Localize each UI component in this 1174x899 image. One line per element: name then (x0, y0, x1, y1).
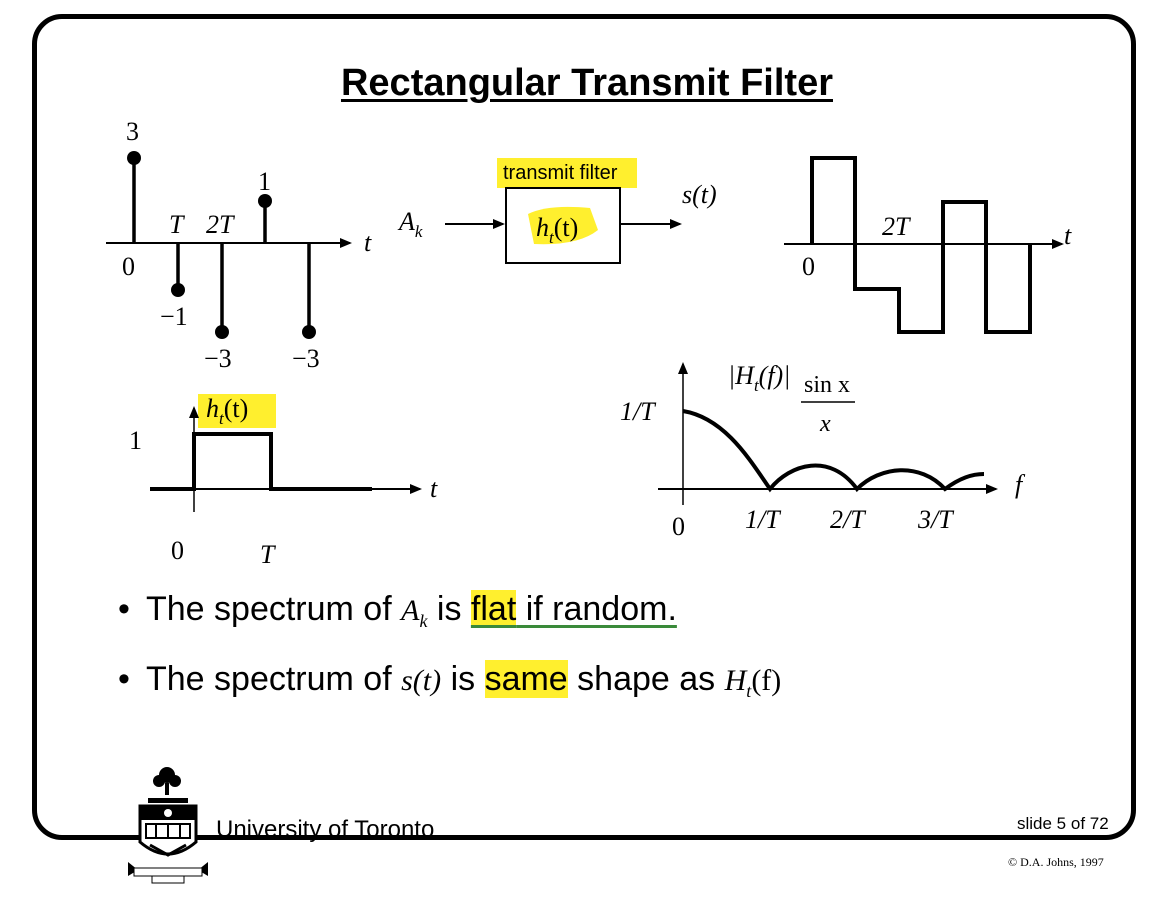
spectrum-plot: |Ht(f)| sin x x 1/T 0 1/T 2/T 3/T f (620, 361, 1026, 541)
block-function: ht(t) (536, 213, 578, 247)
university-crest-logo (128, 767, 208, 884)
waveform-axis-label: t (1064, 221, 1072, 250)
stem-2-dot (215, 325, 229, 339)
spectrum-tick-0: 0 (672, 512, 685, 541)
impulse-tick-T: T (260, 540, 276, 569)
waveform-tick-0: 0 (802, 252, 815, 281)
sinc-numerator: sin x (804, 372, 850, 398)
waveform-tick-2T: 2T (882, 212, 911, 241)
bullet-2-math: s(t) (401, 664, 442, 697)
impulse-amplitude: 1 (129, 426, 142, 455)
slide-title: Rectangular Transmit Filter (340, 62, 833, 104)
bullet-2-highlight: same (484, 660, 568, 698)
stem-value-1: −1 (160, 302, 188, 331)
waveform-trace (810, 156, 1032, 334)
spectrum-label: |Ht(f)| (728, 361, 790, 395)
impulse-tick-0: 0 (171, 536, 184, 565)
impulse-response: ht(t) 1 t 0 T (129, 394, 438, 569)
block-input: Ak (397, 207, 423, 241)
bullet-1-prefix: The spectrum of (146, 590, 392, 628)
bullet-2-mid: is (450, 660, 476, 698)
stem-value-0: 3 (126, 117, 139, 146)
spectrum-tick-3T: 3/T (917, 505, 954, 534)
bullet-2-prefix: The spectrum of (146, 660, 392, 698)
stem-0-dot (127, 151, 141, 165)
bullet-2-math2: Ht(f) (724, 664, 782, 701)
spectrum-trace (682, 409, 985, 493)
bullet-2: • The spectrum of s(t) is same shape as H… (118, 660, 781, 702)
symbol-stem-plot: 3 1 −1 −3 −3 0 T 2T t (106, 117, 372, 373)
block-output: s(t) (682, 180, 717, 209)
impulse-axis-label: t (430, 474, 438, 503)
stem-value-3: 1 (258, 167, 271, 196)
block-diagram: transmit filter ht(t) Ak s(t) (397, 158, 717, 264)
bullet-1-math: Ak (401, 594, 428, 631)
bullet-dot: • (118, 660, 130, 698)
spectrum-ymax: 1/T (620, 397, 656, 426)
spectrum-tick-1T: 1/T (745, 505, 781, 534)
bullet-1-rest: if random. (516, 590, 677, 628)
output-waveform: 0 2T t (784, 156, 1072, 334)
stem-3-dot (258, 194, 272, 208)
bullet-1-highlight: flat (470, 590, 517, 628)
stem-tick-T: T (169, 210, 185, 239)
stem-axis-label: t (364, 228, 372, 257)
block-function-highlight (528, 206, 598, 245)
block-label: transmit filter (503, 162, 618, 184)
bullet-2-rest: shape as (577, 660, 716, 698)
university-name: University of Toronto (216, 816, 435, 843)
stem-tick-0: 0 (122, 252, 135, 281)
stem-value-4: −3 (292, 344, 320, 373)
stem-4-dot (302, 325, 316, 339)
bullet-dot: • (118, 590, 130, 628)
impulse-label: ht(t) (206, 394, 248, 428)
spectrum-axis-label: f (1015, 470, 1026, 499)
spectrum-tick-2T: 2/T (830, 505, 866, 534)
impulse-label-highlight (198, 394, 276, 428)
block-label-highlight (497, 158, 637, 188)
impulse-trace (150, 432, 372, 491)
stem-1-dot (171, 283, 185, 297)
slide-number: slide 5 of 72 (1017, 814, 1109, 833)
copyright: © D.A. Johns, 1997 (1008, 855, 1104, 869)
stem-value-2: −3 (204, 344, 232, 373)
slide-frame (32, 14, 1136, 840)
stem-tick-2T: 2T (206, 210, 235, 239)
sinc-denominator: x (819, 411, 831, 437)
bullet-1-mid: is (436, 590, 462, 628)
bullet-1: • The spectrum of Ak is flat if random. (118, 590, 677, 632)
